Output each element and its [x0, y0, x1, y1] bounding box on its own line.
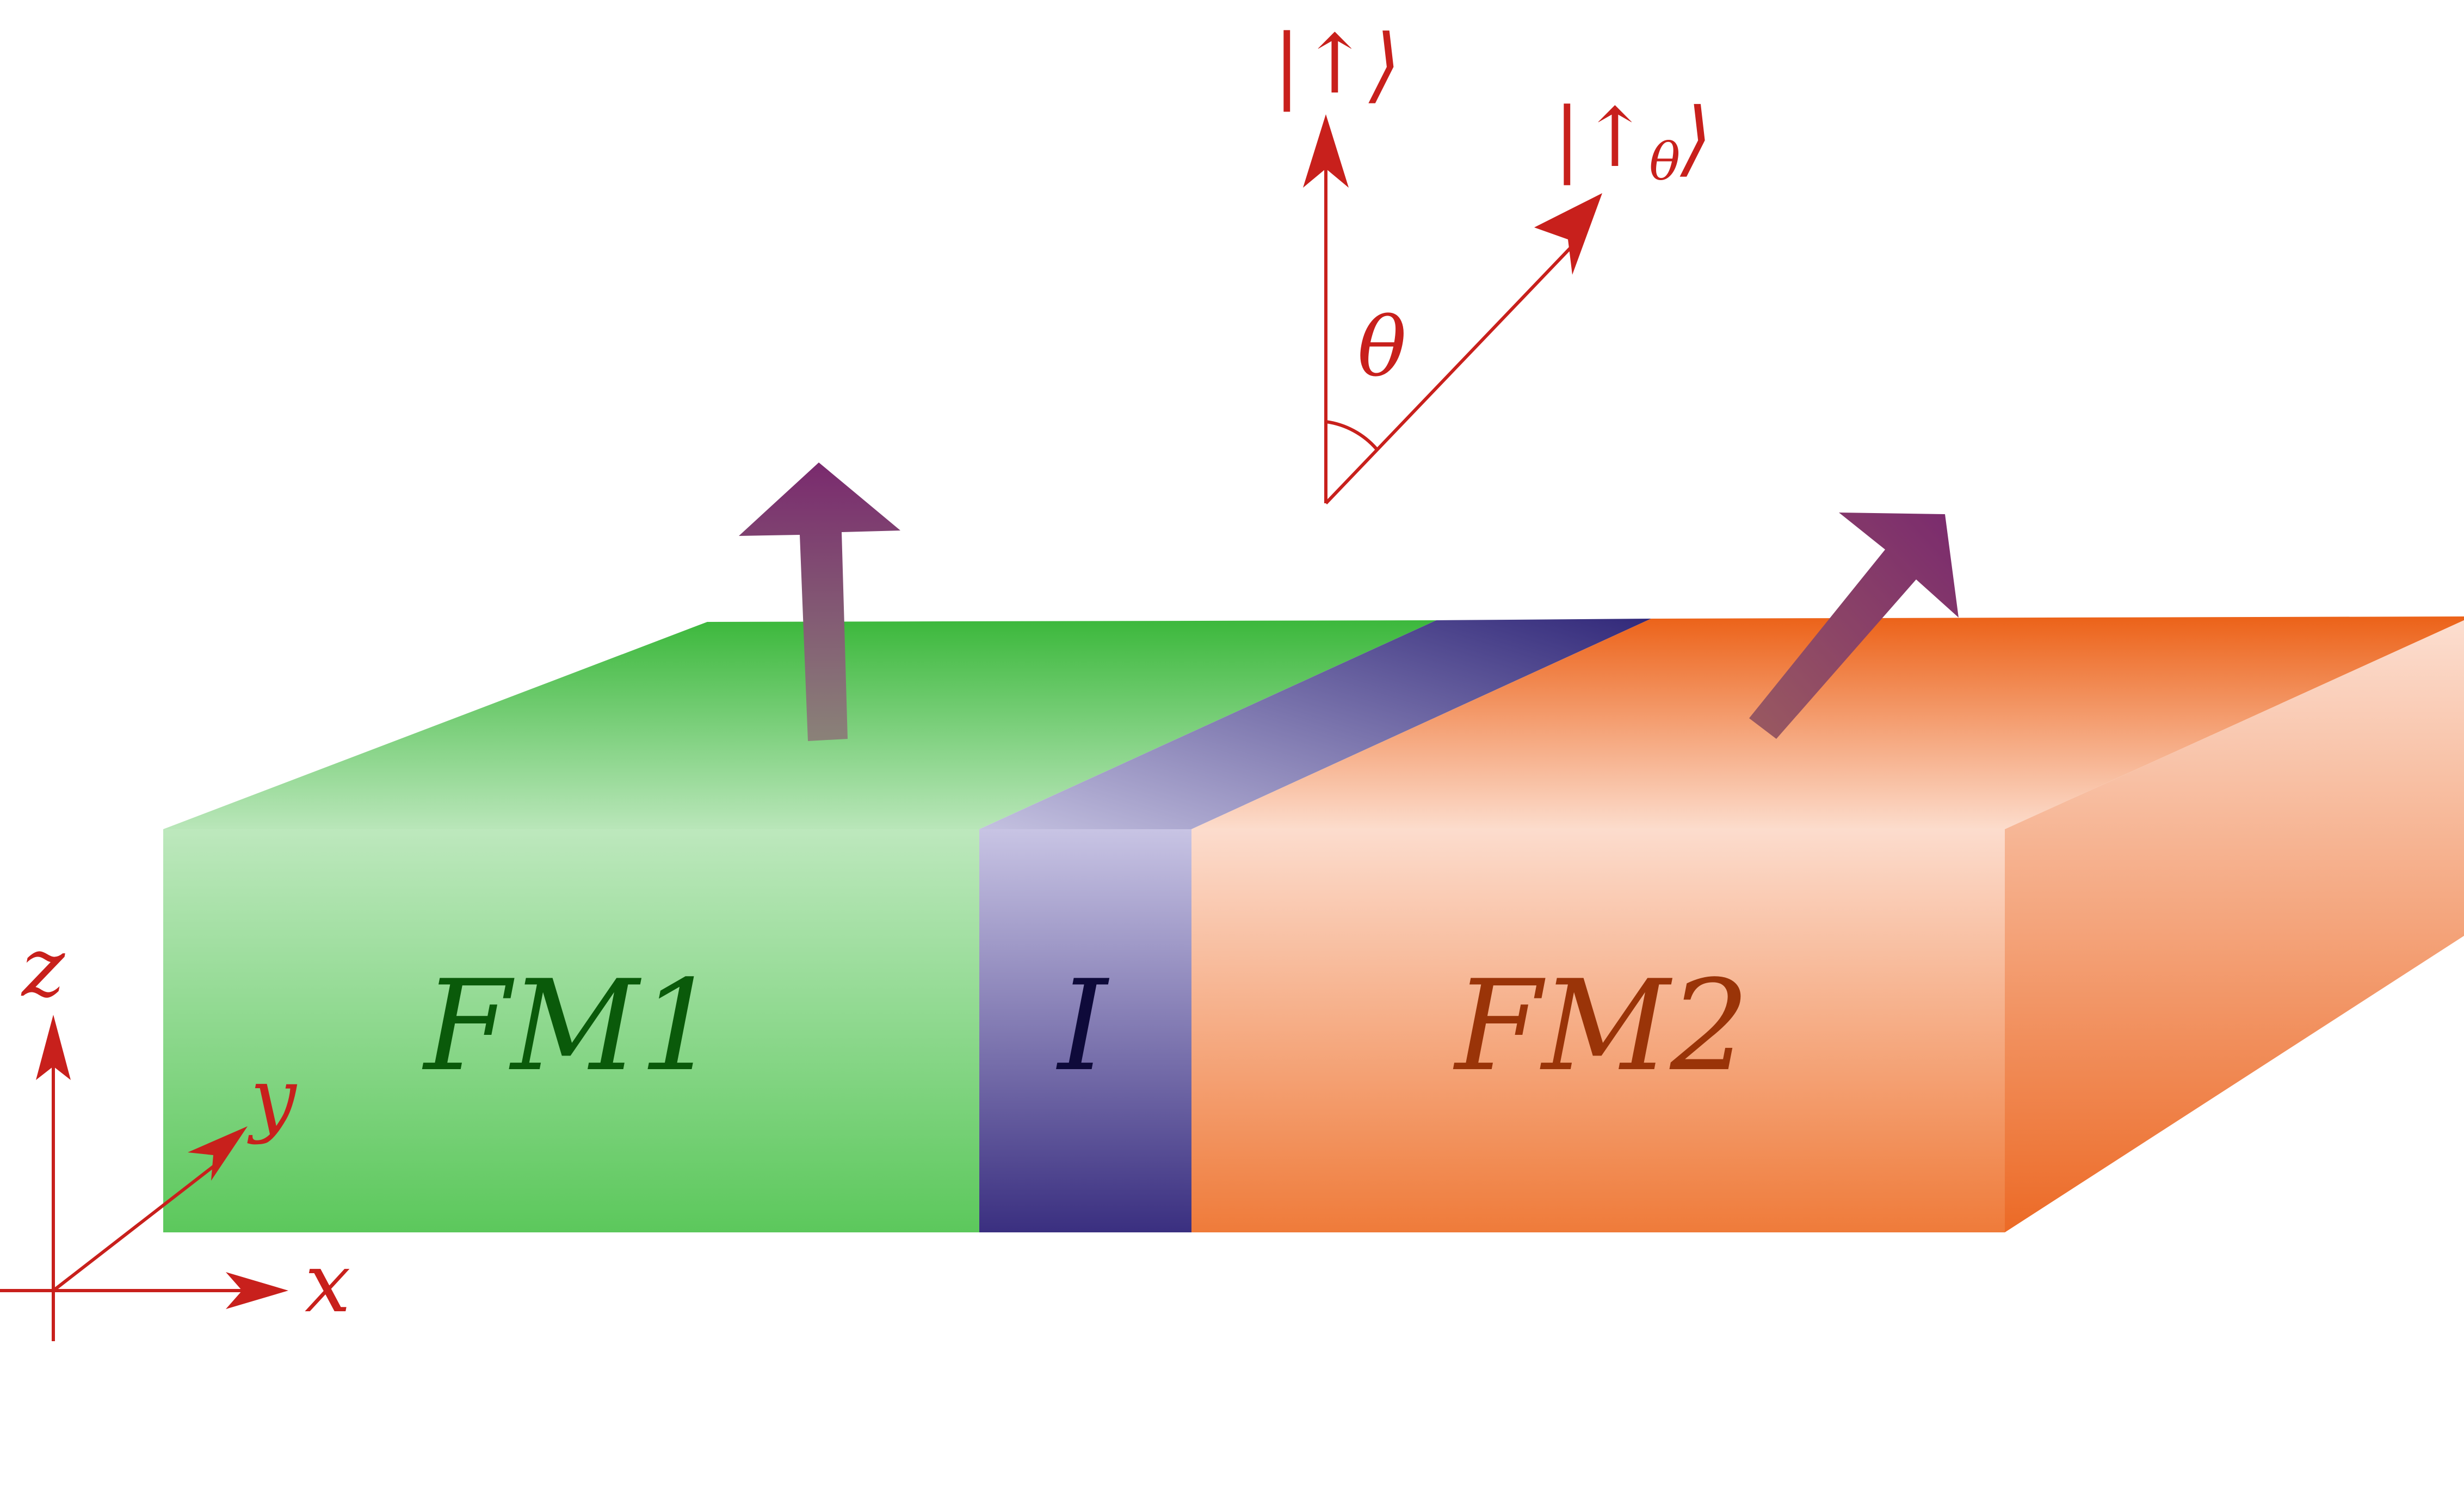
y-axis-label: y	[247, 1051, 298, 1146]
spin-theta-state-arrow: |↑	[1553, 91, 1649, 186]
spin-theta-vector	[1324, 244, 1574, 505]
spin-theta-arrowhead	[1534, 193, 1602, 275]
x-axis-arrowhead	[226, 1272, 288, 1309]
y-axis-arrowhead	[188, 1126, 248, 1181]
fm1-magnetization-arrow	[739, 462, 900, 741]
fm2-layer	[1191, 616, 2464, 1232]
fm2-label: FM2	[1453, 954, 1749, 1099]
spin-theta-state-subscript: θ	[1649, 132, 1680, 192]
insulator-layer	[979, 619, 1651, 1232]
z-axis-label: z	[21, 921, 65, 1015]
theta-angle-label: θ	[1357, 300, 1406, 395]
fm2-top-face	[1191, 616, 2464, 829]
fm1-top-face	[163, 620, 1436, 829]
z-axis-arrowhead	[36, 1015, 71, 1080]
insulator-label: I	[1056, 954, 1110, 1099]
y-axis-line	[52, 1157, 224, 1292]
spin-up-arrowhead	[1303, 114, 1349, 188]
spin-theta-state-close: ⟩	[1679, 91, 1712, 186]
fm1-front-face	[163, 829, 979, 1232]
coordinate-axes	[0, 1015, 288, 1341]
fm1-layer	[163, 620, 1436, 1232]
x-axis-label: x	[305, 1236, 351, 1331]
insulator-front-face	[979, 829, 1191, 1232]
spin-state-diagram	[1303, 114, 1602, 505]
spin-up-state-label: |↑⟩	[1273, 17, 1401, 112]
spin-theta-state-label: |↑θ⟩	[1553, 91, 1712, 192]
fm2-magnetization-arrow	[1749, 513, 1959, 739]
fm2-front-face	[1191, 829, 2005, 1232]
theta-angle-arc	[1325, 420, 1378, 450]
fm2-side-face	[2005, 620, 2464, 1232]
fm1-label: FM1	[422, 954, 718, 1099]
insulator-top-face	[979, 619, 1651, 829]
